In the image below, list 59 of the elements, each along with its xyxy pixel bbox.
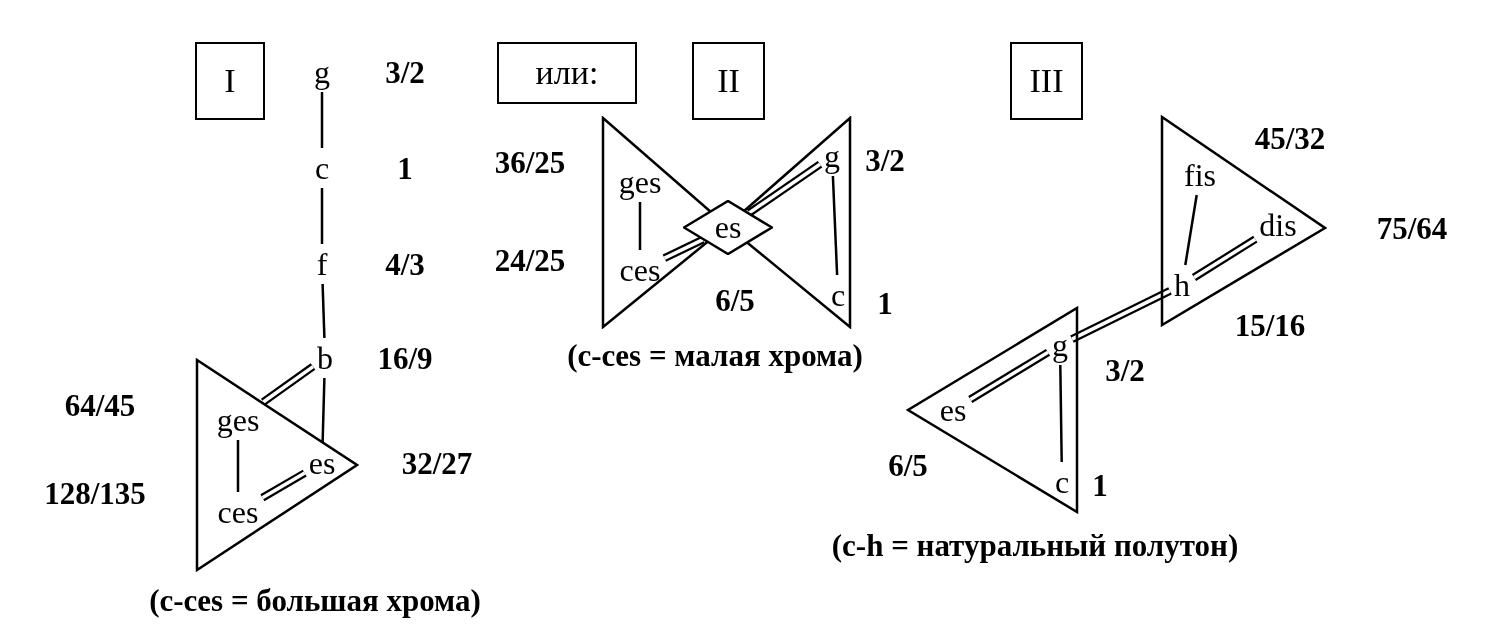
note-name: ges [618, 166, 662, 198]
double-line [1070, 287, 1172, 343]
note-name: ges [216, 404, 260, 436]
ratio-label: 6/5 [715, 284, 755, 316]
ratio-label: 1 [1092, 469, 1108, 501]
ratio-label: 75/64 [1376, 212, 1448, 244]
ratio-label: 3/2 [385, 56, 425, 88]
note-text: (c-ces = большая хрома) [149, 584, 481, 616]
note-name: es [939, 394, 967, 426]
ratio-label: 6/5 [888, 449, 928, 481]
double-line [662, 236, 705, 262]
ratio-label: 24/25 [494, 244, 566, 276]
connector-line [1059, 365, 1063, 462]
note-name: fis [1184, 159, 1216, 191]
note-name: g [824, 140, 840, 172]
note-name: ces [217, 496, 259, 528]
note-name: c [314, 152, 330, 184]
connector-line [638, 202, 642, 250]
label-box: I [195, 42, 265, 120]
note-name: h [1174, 269, 1190, 301]
connector-line [320, 188, 324, 244]
ratio-label: 1 [397, 152, 413, 184]
label-box: или: [497, 42, 637, 104]
label-box: II [692, 42, 765, 120]
ratio-label: 3/2 [865, 144, 905, 176]
connector-line [831, 175, 839, 276]
note-name: f [316, 248, 328, 280]
ratio-label: 4/3 [385, 248, 425, 280]
note-name: es [308, 447, 336, 479]
connector-line [321, 377, 326, 444]
double-line [1191, 235, 1258, 281]
connector-line [236, 440, 240, 492]
ratio-label: 64/45 [64, 389, 136, 421]
ratio-label: 16/9 [377, 342, 433, 374]
note-text: (c-ces = малая хрома) [567, 339, 863, 371]
note-diamond: es [683, 200, 773, 255]
note-name: b [317, 342, 333, 374]
double-line [260, 469, 307, 502]
ratio-label: 36/25 [494, 146, 566, 178]
ratio-label: 45/32 [1254, 122, 1326, 154]
note-text: (c-h = натуральный полутон) [831, 529, 1239, 561]
note-name: c [830, 279, 846, 311]
ratio-label: 15/16 [1234, 309, 1306, 341]
double-line [260, 363, 316, 406]
ratio-label: 32/27 [401, 447, 473, 479]
note-name: g [314, 56, 330, 88]
ratio-label: 128/135 [44, 477, 146, 509]
double-line [746, 161, 823, 217]
note-name: c [1054, 466, 1070, 498]
connector-line [321, 283, 326, 339]
label-box: III [1010, 42, 1083, 120]
note-name: ces [619, 254, 661, 286]
connector-line [320, 92, 324, 148]
double-line [968, 348, 1051, 403]
ratio-label: 1 [877, 287, 893, 319]
note-name: dis [1259, 209, 1297, 241]
connector-line [1184, 194, 1198, 266]
ratio-label: 3/2 [1105, 354, 1145, 386]
note-name: g [1052, 329, 1068, 361]
